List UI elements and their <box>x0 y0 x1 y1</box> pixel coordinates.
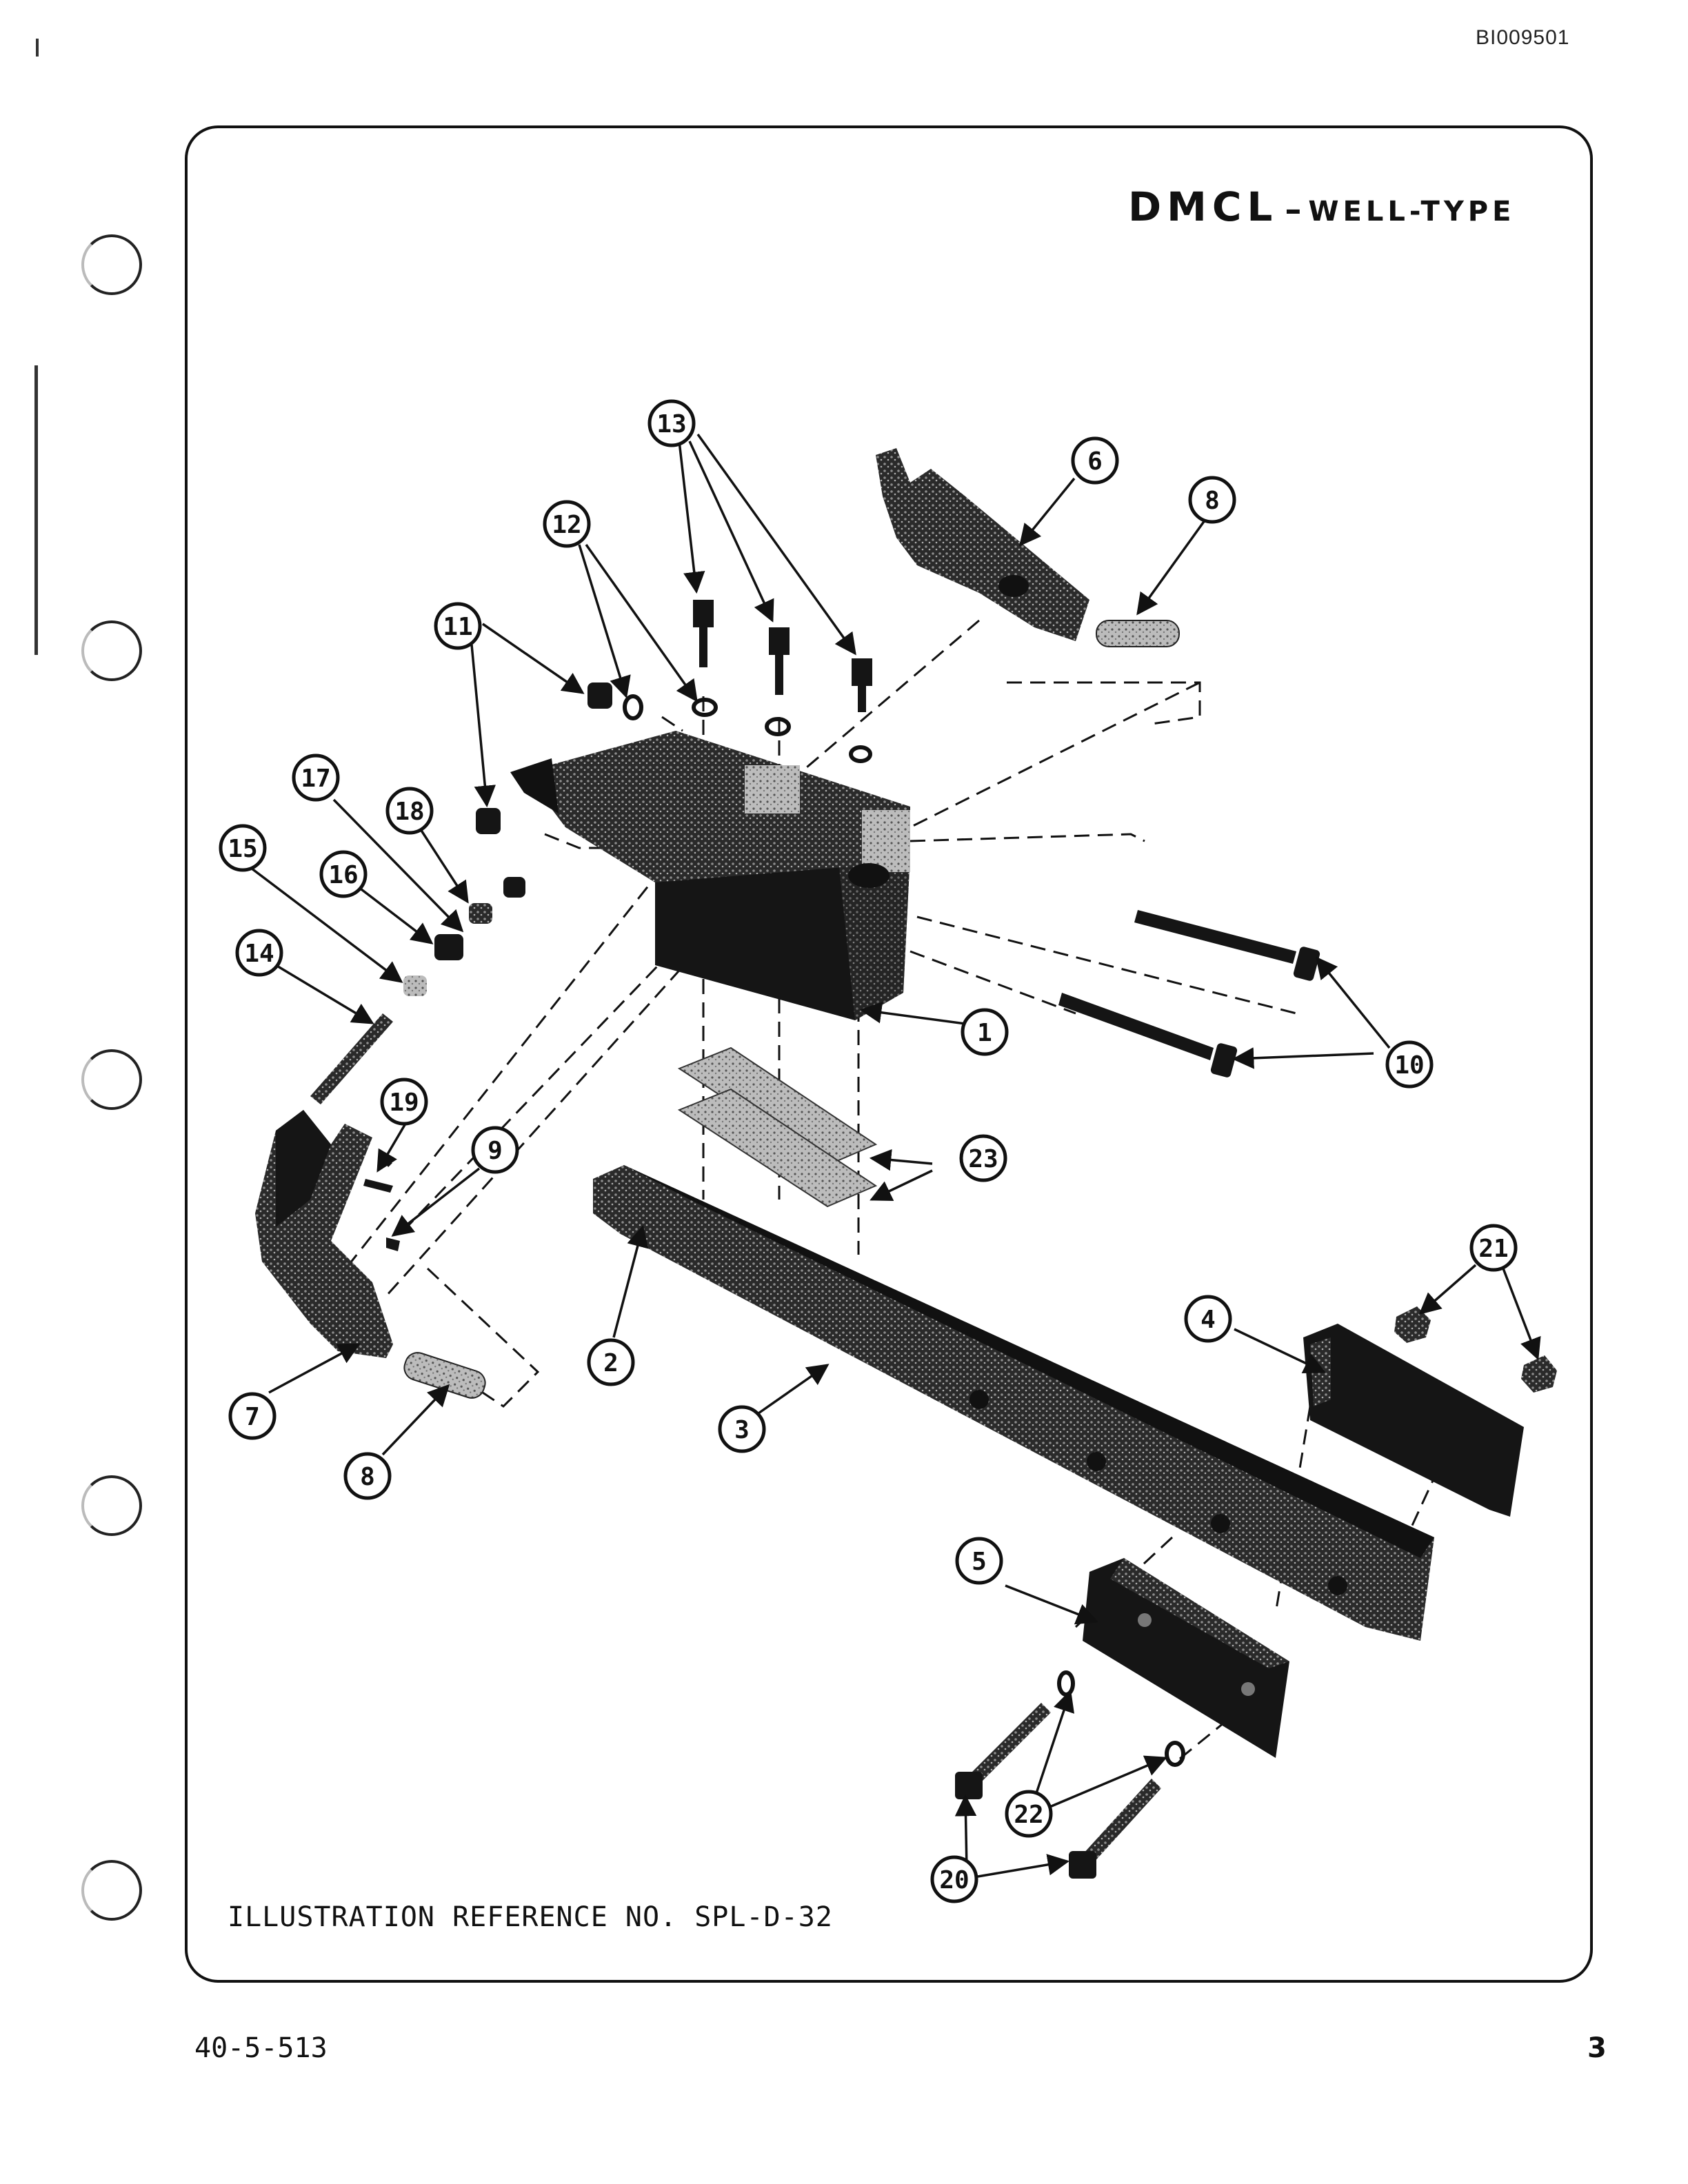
document-number: 40-5-513 <box>194 2032 328 2064</box>
part-nuts-11 <box>476 682 612 834</box>
assembly-lines <box>323 619 1449 1766</box>
callout-labels: 1 2 3 4 5 6 7 8 8 9 10 11 12 13 14 15 16… <box>228 410 1508 1894</box>
callout-label: 13 <box>656 410 686 438</box>
callout-label: 15 <box>228 835 257 863</box>
part-body-block <box>510 731 910 1020</box>
part-upper-lever <box>876 448 1089 641</box>
title-sub: WELL-TYPE <box>1308 196 1516 228</box>
callout-label: 8 <box>360 1463 375 1491</box>
callout-label: 22 <box>1014 1801 1043 1829</box>
part-pin-upper <box>1096 620 1180 647</box>
document-id: BI009501 <box>1476 26 1570 49</box>
callout-label: 4 <box>1200 1306 1216 1334</box>
part-lower-bolts <box>955 1670 1185 1879</box>
page-number: 3 <box>1587 2032 1607 2064</box>
callout-label: 6 <box>1087 447 1103 476</box>
part-block-5 <box>1083 1558 1289 1758</box>
callout-label: 17 <box>301 765 330 793</box>
callout-label: 20 <box>939 1866 969 1894</box>
leader-lines <box>241 433 1541 1878</box>
part-long-bolts <box>1058 910 1320 1078</box>
callout-circles <box>219 399 1518 1903</box>
binder-hole <box>81 234 142 295</box>
binder-hole <box>81 620 142 681</box>
part-block-4 <box>1303 1324 1524 1517</box>
callout-label: 1 <box>977 1019 992 1047</box>
callout-label: 21 <box>1478 1235 1508 1263</box>
callout-label: 12 <box>552 511 581 539</box>
illustration-reference: ILLUSTRATION REFERENCE NO. SPL-D-32 <box>228 1901 833 1933</box>
callout-label: 10 <box>1394 1051 1424 1080</box>
title-separator: – <box>1285 190 1302 229</box>
binder-hole <box>81 1049 142 1110</box>
callout-label: 11 <box>443 613 472 641</box>
page-title: DMCL–WELL-TYPE <box>1128 183 1515 230</box>
callout-label: 23 <box>968 1145 998 1173</box>
part-screws <box>693 600 872 712</box>
margin-bar <box>34 365 38 655</box>
title-main: DMCL <box>1128 183 1278 230</box>
callout-label: 14 <box>244 940 274 968</box>
callout-label: 8 <box>1205 487 1220 515</box>
binder-hole <box>81 1475 142 1536</box>
callout-label: 5 <box>972 1548 987 1576</box>
margin-tick <box>36 39 39 57</box>
binder-hole <box>81 1860 142 1921</box>
part-small-hardware <box>310 877 525 1251</box>
part-rail <box>593 1165 1434 1641</box>
part-pin-lower <box>403 1352 486 1399</box>
callout-label: 18 <box>394 798 424 826</box>
callout-label: 9 <box>488 1137 503 1165</box>
callout-label: 3 <box>734 1416 750 1444</box>
callout-label: 2 <box>603 1349 619 1377</box>
illustration-frame <box>185 125 1593 1983</box>
part-lower-lever <box>255 1110 393 1358</box>
callout-label: 19 <box>389 1089 419 1117</box>
part-nuts-21 <box>1394 1306 1557 1393</box>
callout-label: 16 <box>328 861 358 889</box>
part-shims <box>677 1046 878 1208</box>
callout-label: 7 <box>245 1403 260 1431</box>
part-washers <box>623 694 872 763</box>
